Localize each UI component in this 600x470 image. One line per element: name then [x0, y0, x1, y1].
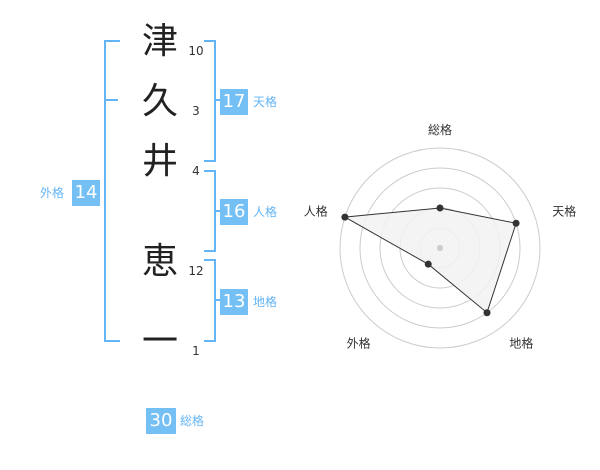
radar-axis-label-5: 人格 — [304, 204, 328, 219]
radar-point-5 — [341, 213, 349, 221]
radar-axis-label-1: 総格 — [428, 122, 452, 137]
radar-point-2 — [512, 219, 520, 227]
stroke-count-1: 10 — [188, 44, 204, 58]
stroke-count-4: 12 — [188, 264, 204, 278]
jinkaku-bracket-tick — [214, 210, 220, 212]
stroke-count-2: 3 — [192, 104, 200, 118]
radar-point-4 — [424, 260, 432, 268]
name-char-5: 一 — [141, 321, 178, 362]
name-char-1: 津 — [141, 21, 178, 62]
soukaku-value: 30 — [146, 408, 176, 434]
tenkaku-bracket — [204, 40, 216, 162]
radar-center-dot — [437, 245, 443, 251]
gaikaku-bracket — [104, 40, 120, 342]
name-char-2: 久 — [141, 81, 178, 122]
gaikaku-value: 14 — [72, 180, 100, 206]
gaikaku-label: 外格 — [40, 186, 65, 200]
radar-polygon — [343, 207, 517, 314]
stroke-count-5: 1 — [192, 344, 200, 358]
radar-point-1 — [436, 204, 444, 212]
name-char-4: 恵 — [141, 241, 178, 282]
soukaku-label: 総格 — [180, 414, 205, 428]
tenkaku-label: 天格 — [253, 95, 278, 109]
gaikaku-bracket-tick — [104, 99, 118, 101]
jinkaku-value: 16 — [220, 199, 248, 225]
radar-point-3 — [483, 309, 491, 317]
radar-ring-5 — [339, 147, 541, 349]
name-char-3: 井 — [141, 141, 178, 182]
jinkaku-label: 人格 — [253, 205, 278, 219]
chikaku-bracket-tick — [214, 299, 220, 301]
tenkaku-bracket-tick — [214, 99, 220, 101]
radar-axis-label-4: 外格 — [347, 335, 371, 350]
radar-axis-label-3: 地格 — [509, 335, 533, 350]
tenkaku-value: 17 — [220, 89, 248, 115]
radar-ring-4 — [359, 167, 521, 329]
chikaku-label: 地格 — [253, 295, 278, 309]
stroke-count-3: 4 — [192, 164, 200, 178]
chikaku-value: 13 — [220, 289, 248, 315]
radar-axis-label-2: 天格 — [552, 204, 576, 219]
